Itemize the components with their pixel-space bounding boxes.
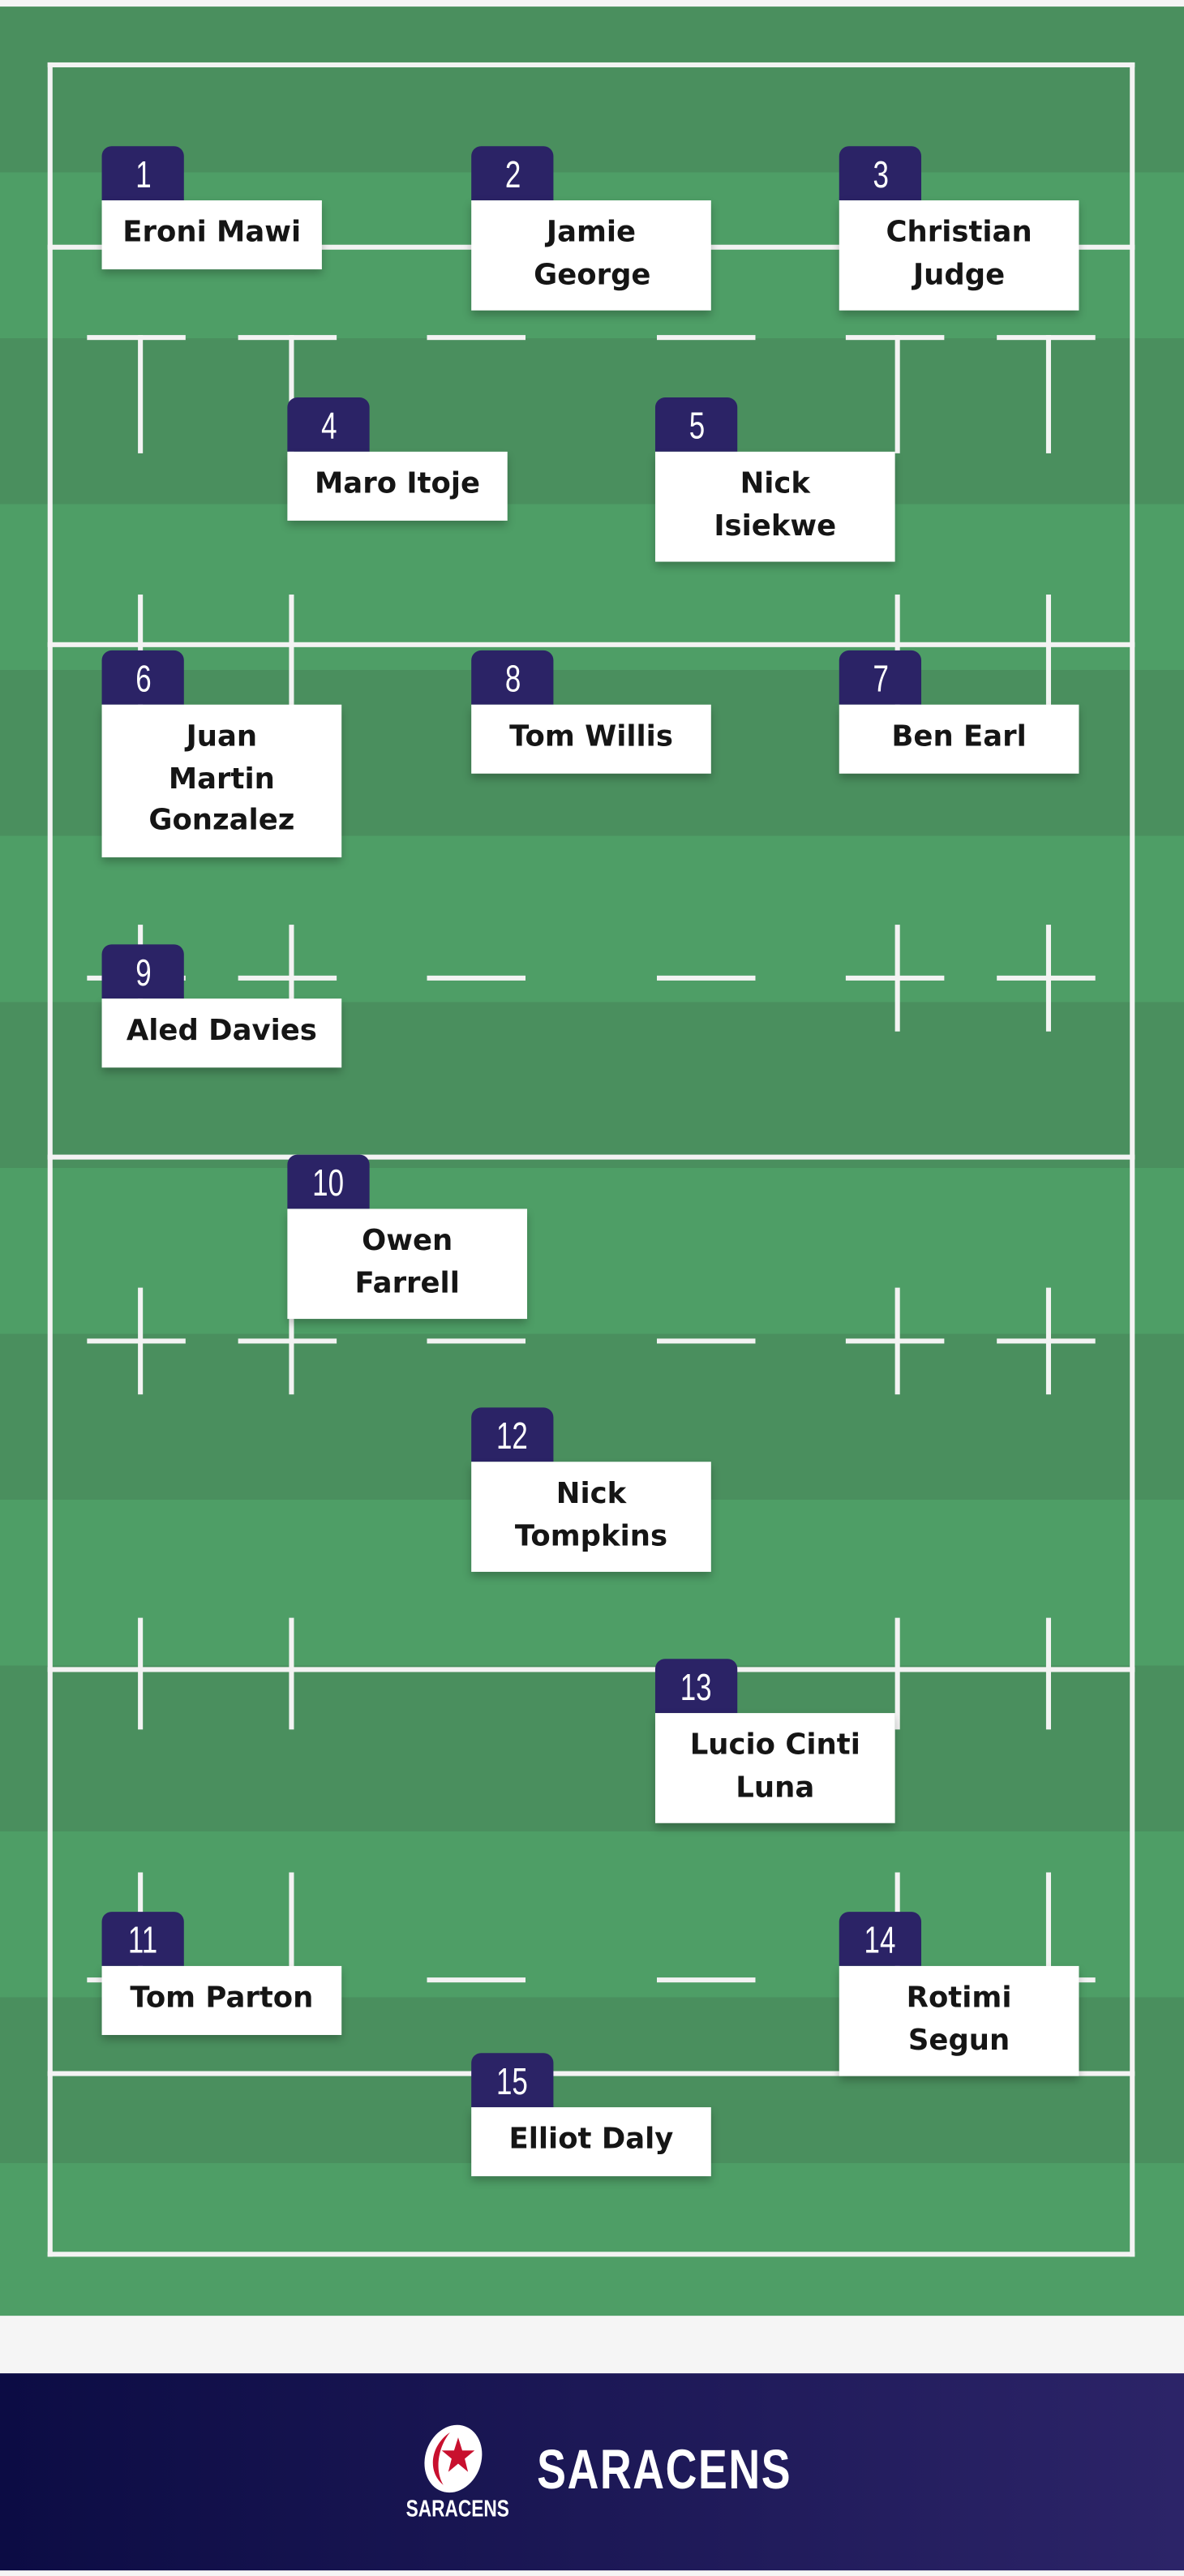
dash-mark (138, 1617, 144, 1730)
player-name: Rotimi Segun (839, 1965, 1079, 2076)
player-number: 9 (101, 944, 184, 999)
dead-ball-line (47, 2252, 1135, 2257)
dash-mark (289, 595, 294, 706)
dash-mark (289, 1617, 294, 1730)
dash-mark (289, 925, 294, 1032)
saracens-crest-icon (424, 2424, 483, 2493)
player-number: 8 (471, 650, 554, 705)
touch-line (1130, 62, 1135, 2257)
dash-mark (1045, 1287, 1051, 1395)
dash-mark (657, 975, 756, 981)
dash-mark (87, 335, 186, 341)
dash-mark (138, 335, 144, 453)
dash-mark (427, 975, 526, 981)
dash-mark (1045, 1872, 1051, 1981)
dash-mark (1045, 925, 1051, 1032)
player-name: Aled Davies (101, 998, 342, 1067)
player-number: 10 (287, 1154, 370, 1209)
dash-mark (1045, 335, 1051, 453)
dash-mark (289, 1287, 294, 1395)
brand-name: SARACENS (537, 2439, 792, 2502)
logo-text: SARACENS (405, 2494, 509, 2522)
pitch-line (47, 1154, 1135, 1160)
pitch-line (47, 1667, 1135, 1672)
player-number: 4 (287, 397, 370, 452)
player-number: 11 (101, 1912, 184, 1966)
player-name: Eroni Mawi (101, 200, 322, 269)
dash-mark (289, 1872, 294, 1981)
player-name: Tom Willis (471, 704, 711, 773)
dash-mark (894, 1617, 900, 1730)
player-number: 15 (471, 2053, 554, 2108)
dash-mark (1045, 595, 1051, 706)
player-name: Christian Judge (839, 200, 1079, 311)
player-name: Owen Farrell (287, 1209, 528, 1320)
dash-mark (1045, 1617, 1051, 1730)
player-name: Maro Itoje (287, 451, 508, 520)
dash-mark (894, 335, 900, 453)
player-number: 6 (101, 650, 184, 705)
spacer (0, 2316, 1184, 2374)
player-number: 12 (471, 1407, 554, 1462)
dash-mark (138, 1287, 144, 1395)
player-number: 2 (471, 146, 554, 201)
dash-mark (289, 335, 294, 453)
player-name: Nick Isiekwe (654, 451, 895, 562)
dash-mark (427, 1338, 526, 1344)
player-name: Lucio Cinti Luna (654, 1713, 895, 1823)
dash-mark (894, 925, 900, 1032)
player-name: Elliot Daly (471, 2107, 711, 2176)
dead-ball-line (47, 62, 1135, 68)
pitch-line (47, 2071, 1135, 2076)
touch-line (47, 62, 53, 2257)
player-name: Ben Earl (839, 704, 1079, 773)
dash-mark (238, 975, 337, 981)
dash-mark (657, 1338, 756, 1344)
dash-mark (427, 1977, 526, 1983)
dash-mark (238, 335, 337, 341)
pitch-line (47, 642, 1135, 647)
player-number: 5 (654, 397, 738, 452)
player-name: Nick Tompkins (471, 1462, 711, 1572)
dash-mark (427, 335, 526, 341)
player-number: 13 (654, 1659, 738, 1714)
player-name: Tom Parton (101, 1965, 342, 2034)
dash-mark (657, 335, 756, 341)
player-number: 3 (839, 146, 922, 201)
saracens-logo: SARACENS (394, 2423, 513, 2535)
player-number: 7 (839, 650, 922, 705)
footer: SARACENS SARACENS (0, 2373, 1184, 2571)
dash-mark (238, 1338, 337, 1344)
dash-mark (657, 1977, 756, 1983)
player-number: 1 (101, 146, 184, 201)
player-name: Juan Martin Gonzalez (101, 704, 342, 857)
player-name: Jamie George (471, 200, 711, 311)
dash-mark (894, 1287, 900, 1395)
dash-mark (87, 1338, 186, 1344)
player-number: 14 (839, 1912, 922, 1966)
